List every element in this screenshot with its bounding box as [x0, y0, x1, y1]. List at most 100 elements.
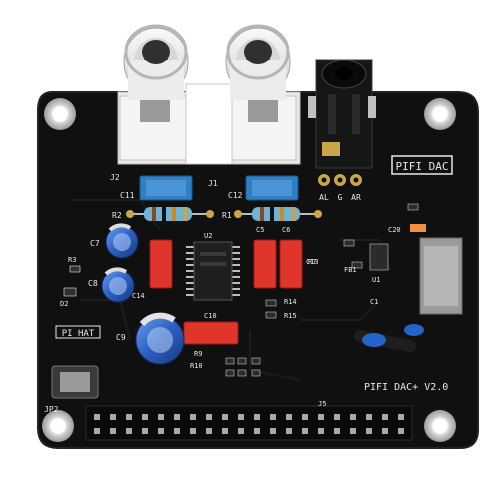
gpio-pin	[334, 428, 340, 434]
gpio-pin	[286, 414, 292, 420]
blue-bead	[354, 324, 424, 352]
gpio-pins	[94, 414, 404, 434]
gpio-pin	[222, 414, 228, 420]
label-c5: C5	[256, 226, 264, 234]
power-module	[419, 237, 463, 315]
gpio-pin	[366, 414, 372, 420]
label-fb1: FB1	[344, 266, 357, 274]
film-capacitor-c11	[139, 175, 193, 201]
gpio-pin	[190, 414, 196, 420]
headphone-jack	[308, 59, 376, 169]
label-r14: R14	[284, 298, 297, 306]
gpio-pin	[350, 428, 356, 434]
gpio-pin	[270, 414, 276, 420]
label-r1: R1	[222, 211, 232, 220]
gpio-pin	[238, 414, 244, 420]
gpio-pin	[318, 414, 324, 420]
gpio-pin	[382, 414, 388, 420]
audio-pads	[318, 174, 362, 186]
title-box	[391, 155, 453, 175]
gpio-header	[85, 405, 413, 441]
gpio-pin	[286, 428, 292, 434]
gpio-pin	[94, 414, 100, 420]
resistor-r1	[234, 207, 322, 221]
smd-d2	[63, 287, 77, 297]
mounting-hole-tl	[44, 98, 76, 130]
gpio-pin	[126, 428, 132, 434]
gpio-pin	[142, 428, 148, 434]
gpio-pin	[158, 414, 164, 420]
label-jp2: JP2	[44, 405, 59, 414]
label-r15: R15	[284, 312, 297, 320]
hat-label-box	[55, 325, 101, 339]
board-model: PIFI DAC+ V2.0	[364, 382, 448, 393]
dac-chip-u2	[186, 241, 240, 301]
gpio-pin	[254, 414, 260, 420]
film-capacitor-c12	[245, 175, 299, 201]
label-c7: C7	[90, 239, 100, 248]
gpio-pin	[110, 414, 116, 420]
smd-array-right	[343, 203, 419, 271]
label-r2: R2	[112, 211, 122, 220]
label-r7: R7	[308, 258, 316, 266]
gpio-pin	[382, 428, 388, 434]
label-c8: C8	[88, 279, 98, 288]
label-r9: R9	[194, 350, 202, 358]
label-r3: R3	[68, 256, 76, 264]
label-c14: C14	[132, 292, 145, 300]
electrolytic-capacitor-c8	[101, 267, 135, 303]
gpio-pin	[110, 428, 116, 434]
gpio-pin	[174, 414, 180, 420]
gpio-pin	[158, 428, 164, 434]
label-j5: J5	[318, 400, 326, 408]
hat-label: PI HAT	[62, 329, 95, 339]
gpio-pin	[142, 414, 148, 420]
red-capacitors	[149, 239, 303, 345]
label-c9: C9	[116, 333, 126, 342]
gpio-pin	[222, 428, 228, 434]
label-c6: C6	[282, 226, 290, 234]
gpio-pin	[302, 428, 308, 434]
gpio-pin	[398, 428, 404, 434]
label-c10: C10	[204, 312, 217, 320]
pad-label-ar: AR	[351, 193, 361, 202]
smd-array-lower	[225, 299, 277, 377]
pad-label-g: G	[338, 193, 343, 202]
label-u1: U1	[372, 276, 380, 284]
gpio-pin	[366, 428, 372, 434]
gpio-pin	[334, 414, 340, 420]
mounting-hole-br	[424, 410, 456, 442]
mounting-hole-tr	[424, 98, 456, 130]
gpio-pin	[206, 428, 212, 434]
label-j2: J2	[110, 173, 120, 182]
gpio-pin	[190, 428, 196, 434]
gpio-pin	[238, 428, 244, 434]
electrolytic-capacitor-c9	[135, 312, 185, 365]
gpio-pin	[302, 414, 308, 420]
gpio-pin	[206, 414, 212, 420]
label-r10: R10	[190, 362, 203, 370]
label-c1: C1	[370, 298, 378, 306]
led	[410, 224, 426, 232]
mounting-hole-bl	[42, 410, 74, 442]
label-j1: J1	[208, 179, 218, 188]
gpio-pin	[94, 428, 100, 434]
board-title: PIFI DAC	[396, 160, 449, 173]
gpio-pin	[318, 428, 324, 434]
gpio-pin	[174, 428, 180, 434]
label-c20: C20	[388, 226, 401, 234]
label-u2: U2	[204, 232, 212, 240]
jp2-switch	[51, 365, 99, 399]
gpio-pin	[270, 428, 276, 434]
label-c13: C13	[306, 258, 319, 266]
label-d2: D2	[60, 300, 68, 308]
electrolytic-capacitor-c7	[105, 223, 139, 259]
pad-label-al: AL	[319, 193, 329, 202]
smd-r3	[69, 265, 81, 273]
gpio-pin	[254, 428, 260, 434]
gpio-pin	[350, 414, 356, 420]
rca-connectors	[117, 24, 301, 165]
resistor-r2	[126, 207, 214, 221]
label-c11: C11	[120, 191, 135, 200]
